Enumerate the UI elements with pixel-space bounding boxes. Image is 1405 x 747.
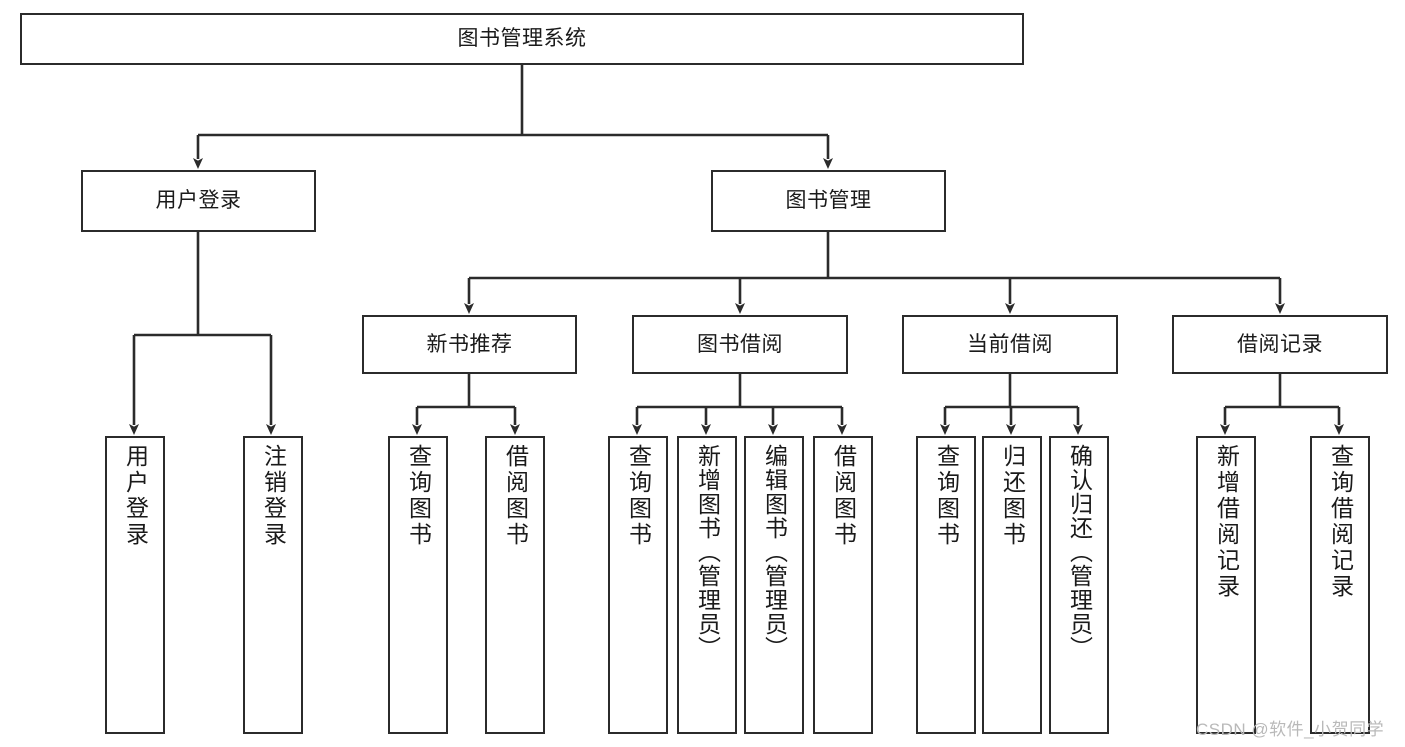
- csdn-watermark: CSDN @软件_小贺同学: [1196, 720, 1385, 739]
- node-label: 注销登录: [260, 444, 287, 548]
- node-leaf-add-borrow-record[interactable]: 新增借阅记录: [1196, 436, 1256, 734]
- node-leaf-query-book-current[interactable]: 查询图书: [916, 436, 976, 734]
- node-leaf-edit-book-admin[interactable]: 编辑图书（管理员）: [744, 436, 804, 734]
- node-leaf-query-borrow-record[interactable]: 查询借阅记录: [1310, 436, 1370, 734]
- node-book-manage[interactable]: 图书管理: [711, 170, 946, 232]
- node-leaf-borrow-book[interactable]: 借阅图书: [813, 436, 873, 734]
- node-leaf-confirm-return-admin[interactable]: 确认归还（管理员）: [1049, 436, 1109, 734]
- node-leaf-borrow-book-rec[interactable]: 借阅图书: [485, 436, 545, 734]
- node-label: 图书管理系统: [457, 27, 587, 51]
- node-root[interactable]: 图书管理系统: [20, 13, 1024, 65]
- node-label: 用户登录: [122, 444, 149, 548]
- node-borrow-record[interactable]: 借阅记录: [1172, 315, 1388, 374]
- node-label: 新增借阅记录: [1213, 444, 1240, 600]
- node-label: 查询图书: [625, 444, 652, 548]
- node-label: 编辑图书（管理员）: [761, 444, 788, 660]
- node-label: 图书管理: [785, 189, 872, 213]
- node-leaf-query-book-rec[interactable]: 查询图书: [388, 436, 448, 734]
- node-label: 借阅图书: [502, 444, 529, 548]
- node-user-login[interactable]: 用户登录: [81, 170, 316, 232]
- node-new-book-rec[interactable]: 新书推荐: [362, 315, 577, 374]
- node-leaf-query-book-borrow[interactable]: 查询图书: [608, 436, 668, 734]
- node-label: 用户登录: [155, 189, 242, 213]
- node-label: 查询图书: [405, 444, 432, 548]
- node-label: 当前借阅: [967, 332, 1053, 356]
- node-leaf-user-logout[interactable]: 注销登录: [243, 436, 303, 734]
- node-label: 新增图书（管理员）: [694, 444, 721, 660]
- node-label: 归还图书: [999, 444, 1026, 548]
- node-label: 查询借阅记录: [1327, 444, 1354, 600]
- node-label: 借阅图书: [830, 444, 857, 548]
- node-label: 借阅记录: [1237, 332, 1323, 356]
- node-leaf-user-login[interactable]: 用户登录: [105, 436, 165, 734]
- node-leaf-add-book-admin[interactable]: 新增图书（管理员）: [677, 436, 737, 734]
- node-label: 确认归还（管理员）: [1066, 444, 1093, 660]
- node-leaf-return-book[interactable]: 归还图书: [982, 436, 1042, 734]
- node-current-borrow[interactable]: 当前借阅: [902, 315, 1118, 374]
- node-label: 查询图书: [933, 444, 960, 548]
- node-label: 新书推荐: [426, 332, 513, 356]
- node-label: 图书借阅: [697, 332, 783, 356]
- node-book-borrow[interactable]: 图书借阅: [632, 315, 848, 374]
